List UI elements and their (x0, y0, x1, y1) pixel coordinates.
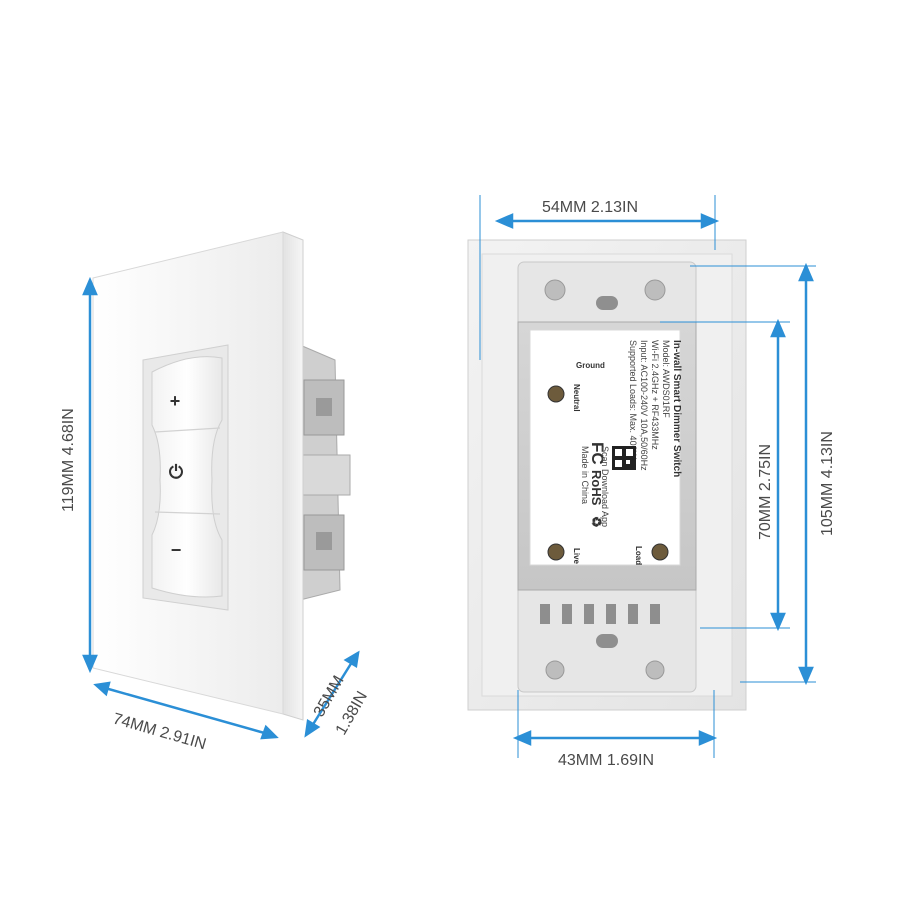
cert-marks: FC RoHS ♻ (588, 442, 607, 528)
front-dimension-lines (82, 276, 360, 740)
scan-app-text: Scan Download App (600, 446, 610, 527)
made-in-text: Made in China (580, 446, 590, 504)
live-terminal (547, 543, 565, 561)
qr-code (612, 446, 636, 470)
back-switch: Ground Neutral Live Load In-wall Smart D… (467, 239, 747, 711)
top-width-label: 54MM 2.13IN (542, 199, 638, 216)
label-line-3: Input: AC100-240V 10A,50/60Hz (639, 340, 649, 471)
label-line-4: Supported Loads: Max. 400W (628, 340, 638, 460)
bottom-width-label: 43MM 1.69IN (558, 752, 654, 769)
up-button-icon[interactable]: + (170, 391, 181, 411)
fc-mark: FC (588, 442, 607, 465)
power-button-icon[interactable]: ⏻ (169, 462, 184, 482)
front-height-label: 119MM 4.68IN (60, 408, 77, 512)
spec-text-block: In-wall Smart Dimmer Switch Model: AWDS0… (628, 340, 682, 477)
plate-edge (282, 231, 304, 721)
neutral-terminal-label: Neutral (572, 384, 581, 412)
down-button-icon[interactable]: − (171, 540, 182, 560)
front-switch: + ⏻ − (92, 231, 351, 721)
inner-height-label: 70MM 2.75IN (757, 444, 774, 540)
label-line-2: Wi-Fi 2.4GHz + RF433MHz (650, 340, 660, 450)
rohs-mark: RoHS (589, 470, 604, 506)
neutral-terminal (547, 385, 565, 403)
live-terminal-label: Live (572, 548, 581, 565)
outer-height-label: 105MM 4.13IN (819, 431, 836, 536)
load-terminal-label: Load (634, 546, 643, 565)
recycle-icon: ♻ (589, 516, 604, 528)
ground-terminal-label: Ground (576, 361, 605, 370)
label-line-1: Model: AWDS01RF (661, 340, 671, 418)
front-width-label: 74MM 2.91IN (111, 711, 208, 754)
rocker (151, 356, 223, 598)
product-label (529, 329, 681, 566)
vent-slots (540, 604, 660, 624)
label-title: In-wall Smart Dimmer Switch (671, 340, 682, 477)
back-dimension-lines (479, 195, 816, 758)
load-terminal (651, 543, 669, 561)
switch-side-module (299, 344, 351, 601)
